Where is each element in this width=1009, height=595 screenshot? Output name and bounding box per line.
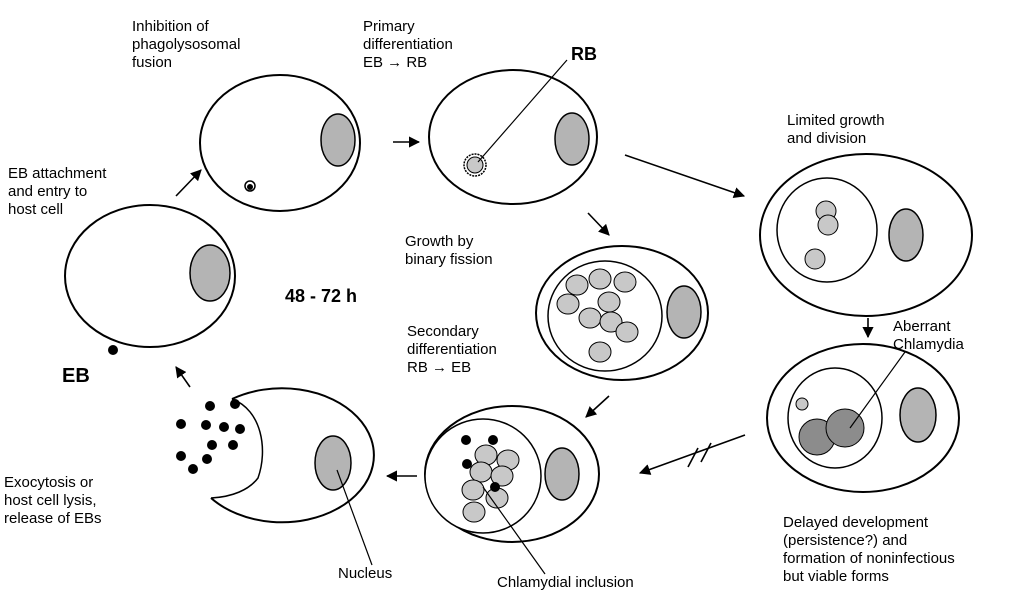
arrow-primary-to-fission xyxy=(588,213,609,235)
elementary-body xyxy=(205,401,215,411)
host-cell-nucleus xyxy=(667,286,701,338)
elementary-body xyxy=(462,459,472,469)
reticulate-body xyxy=(616,322,638,342)
elementary-body xyxy=(202,454,212,464)
host-cell-nucleus xyxy=(321,114,355,166)
host-cell-inhibition xyxy=(200,75,360,211)
host-cell-aberrant xyxy=(767,344,959,492)
label-cycle-duration: 48 - 72 h xyxy=(285,286,357,306)
reticulate-body xyxy=(470,462,492,482)
reticulate-body xyxy=(579,308,601,328)
elementary-body xyxy=(488,435,498,445)
elementary-body xyxy=(176,419,186,429)
reticulate-body xyxy=(462,480,484,500)
label-secondary-differentiation: Secondary differentiation RB → EB xyxy=(407,323,497,377)
host-cell-nucleus xyxy=(900,388,936,442)
label-inhibition: Inhibition of phagolysosomal fusion xyxy=(132,18,240,72)
label-limited-growth: Limited growth and division xyxy=(787,112,885,148)
arrow-attachment-to-inhibition xyxy=(176,170,201,196)
arrow-primary-to-limited xyxy=(625,155,744,196)
elementary-body xyxy=(188,464,198,474)
break-mark xyxy=(688,448,698,467)
host-cell-nucleus xyxy=(555,113,589,165)
host-cell-binary-fission xyxy=(536,246,708,380)
label-primary-differentiation: Primary differentiation EB → RB xyxy=(363,18,453,72)
host-cell-primary-differentiation xyxy=(429,60,597,204)
host-cell-limited-growth xyxy=(760,154,972,316)
label-exocytosis: Exocytosis or host cell lysis, release o… xyxy=(4,474,102,528)
elementary-body xyxy=(490,482,500,492)
reticulate-body xyxy=(805,249,825,269)
label-eb: EB xyxy=(62,365,90,387)
reticulate-body xyxy=(598,292,620,312)
label-eb-attachment: EB attachment and entry to host cell xyxy=(8,165,106,219)
arrow-exocytosis-to-attachment xyxy=(176,367,190,387)
elementary-body xyxy=(108,345,118,355)
label-chlamydial-inclusion: Chlamydial inclusion xyxy=(497,574,634,592)
host-cell-nucleus xyxy=(315,436,351,490)
arrow-aberrant-to-secondary xyxy=(640,435,745,473)
label-growth-binary-fission: Growth by binary fission xyxy=(405,233,493,269)
elementary-body xyxy=(461,435,471,445)
elementary-body xyxy=(235,424,245,434)
host-cell-attachment xyxy=(65,205,235,355)
host-cell-secondary-differentiation xyxy=(425,406,599,574)
break-mark xyxy=(701,443,711,462)
elementary-body xyxy=(230,399,240,409)
arrow-fission-to-secondary xyxy=(586,396,609,417)
elementary-body xyxy=(219,422,229,432)
elementary-body xyxy=(247,184,253,190)
host-cell-nucleus xyxy=(190,245,230,301)
reticulate-body xyxy=(589,342,611,362)
reticulate-body xyxy=(614,272,636,292)
reticulate-body xyxy=(796,398,808,410)
host-cell-exocytosis xyxy=(176,388,374,565)
elementary-body xyxy=(176,451,186,461)
label-delayed-development: Delayed development (persistence?) and f… xyxy=(783,514,955,586)
label-aberrant-chlamydia: Aberrant Chlamydia xyxy=(893,318,964,354)
label-rb: RB xyxy=(571,44,597,64)
reticulate-body xyxy=(818,215,838,235)
aberrant-body xyxy=(826,409,864,447)
elementary-body xyxy=(201,420,211,430)
reticulate-body xyxy=(589,269,611,289)
elementary-body xyxy=(207,440,217,450)
elementary-body xyxy=(228,440,238,450)
host-cell-nucleus xyxy=(889,209,923,261)
label-nucleus: Nucleus xyxy=(338,565,392,583)
reticulate-body xyxy=(463,502,485,522)
reticulate-body xyxy=(557,294,579,314)
host-cell-nucleus xyxy=(545,448,579,500)
reticulate-body xyxy=(566,275,588,295)
